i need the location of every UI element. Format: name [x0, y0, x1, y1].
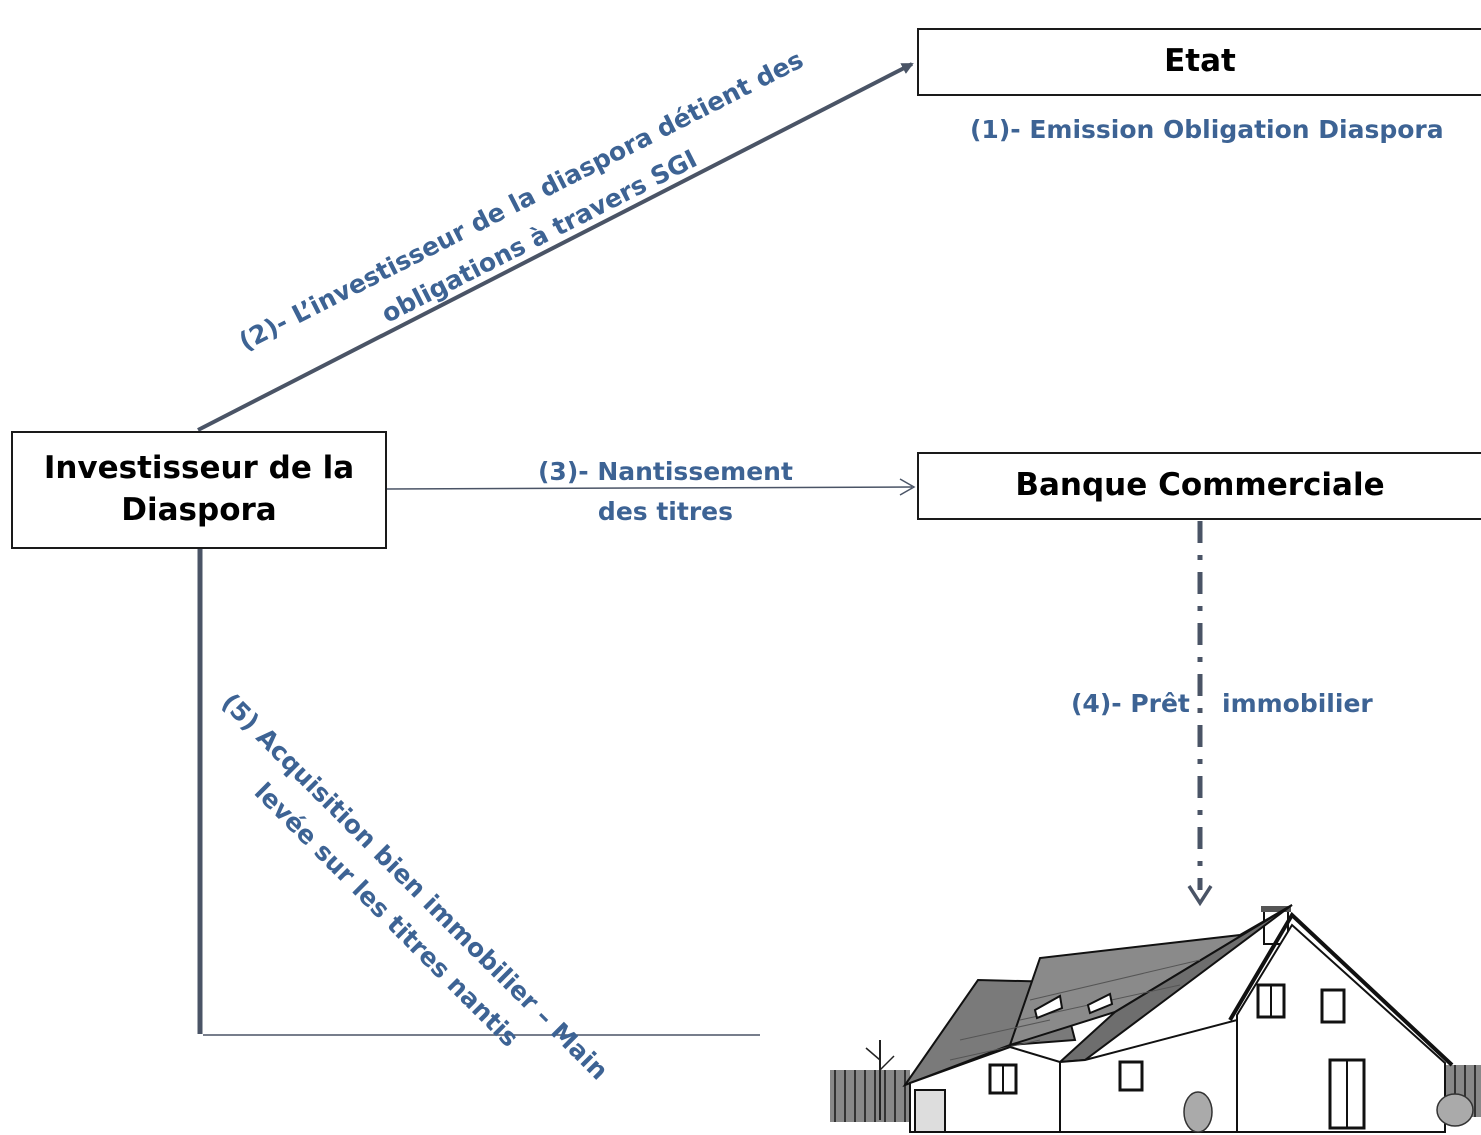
node-investisseur-label-line2: Diaspora — [121, 492, 277, 528]
label-step3: (3)- Nantissement des titres — [538, 452, 793, 532]
node-investisseur-diaspora: Investisseur de la Diaspora — [11, 431, 387, 549]
label-step4-right: immobilier — [1222, 689, 1373, 718]
label-step1: (1)- Emission Obligation Diaspora — [970, 115, 1444, 144]
node-banque-commerciale: Banque Commerciale — [917, 452, 1481, 520]
node-banque-label: Banque Commerciale — [1015, 467, 1385, 504]
node-etat: Etat — [917, 28, 1481, 96]
node-etat-label: Etat — [1164, 43, 1236, 80]
house-icon — [830, 904, 1481, 1133]
label-step3-line1: (3)- Nantissement — [538, 457, 793, 486]
label-step4-left: (4)- Prêt — [1071, 689, 1190, 718]
label-step3-line2: des titres — [597, 497, 733, 526]
node-investisseur-label-line1: Investisseur de la — [43, 450, 355, 487]
arrow-investor-to-banque — [385, 486, 913, 490]
arrow-investor-to-etat — [197, 62, 914, 432]
arrowhead-open-banque — [899, 478, 916, 496]
arrowhead-house — [1187, 885, 1213, 907]
